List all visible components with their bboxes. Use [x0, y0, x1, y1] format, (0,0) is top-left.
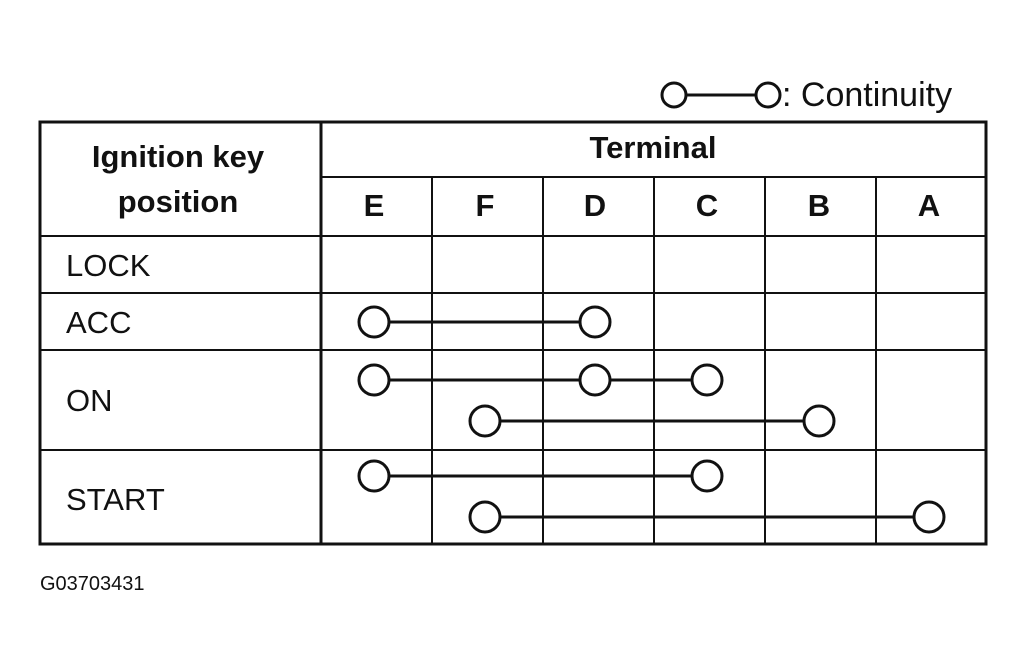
- terminal-node-on-f: [468, 404, 502, 438]
- legend-terminal-circle-left: [660, 81, 688, 109]
- figure-id: G03703431: [40, 573, 145, 595]
- row-header-line1: Ignition key: [92, 139, 265, 174]
- terminal-node-on-e: [357, 363, 391, 397]
- terminal-node-on-c: [690, 363, 724, 397]
- terminal-node-acc-d: [578, 305, 612, 339]
- legend-text: : Continuity: [782, 76, 952, 114]
- terminal-node-acc-e: [357, 305, 391, 339]
- table-outer-border: [38, 120, 988, 546]
- terminal-node-start-e: [357, 459, 391, 493]
- row-header-line2: position: [118, 184, 239, 219]
- terminal-node-start-a: [912, 500, 946, 534]
- legend: : Continuity: [660, 76, 952, 114]
- row-label-start: START: [66, 482, 165, 517]
- terminal-label-d: D: [584, 188, 606, 223]
- terminal-label-a: A: [918, 188, 940, 223]
- terminal-column-dividers: [431, 177, 877, 544]
- terminal-node-on-d: [578, 363, 612, 397]
- row-label-acc: ACC: [66, 305, 131, 340]
- legend-terminal-circle-right: [754, 81, 782, 109]
- terminal-node-start-c: [690, 459, 724, 493]
- terminal-node-on-b: [802, 404, 836, 438]
- terminal-label-c: C: [696, 188, 718, 223]
- terminal-node-start-f: [468, 500, 502, 534]
- row-label-on: ON: [66, 383, 113, 418]
- terminal-label-e: E: [364, 188, 385, 223]
- continuity-connections: [357, 305, 946, 534]
- terminal-label-b: B: [808, 188, 830, 223]
- continuity-table: Ignition key position Terminal E F D C B A LO…: [38, 120, 988, 546]
- terminal-label-f: F: [476, 188, 495, 223]
- terminal-header: Terminal: [590, 130, 717, 165]
- row-label-lock: LOCK: [66, 248, 151, 283]
